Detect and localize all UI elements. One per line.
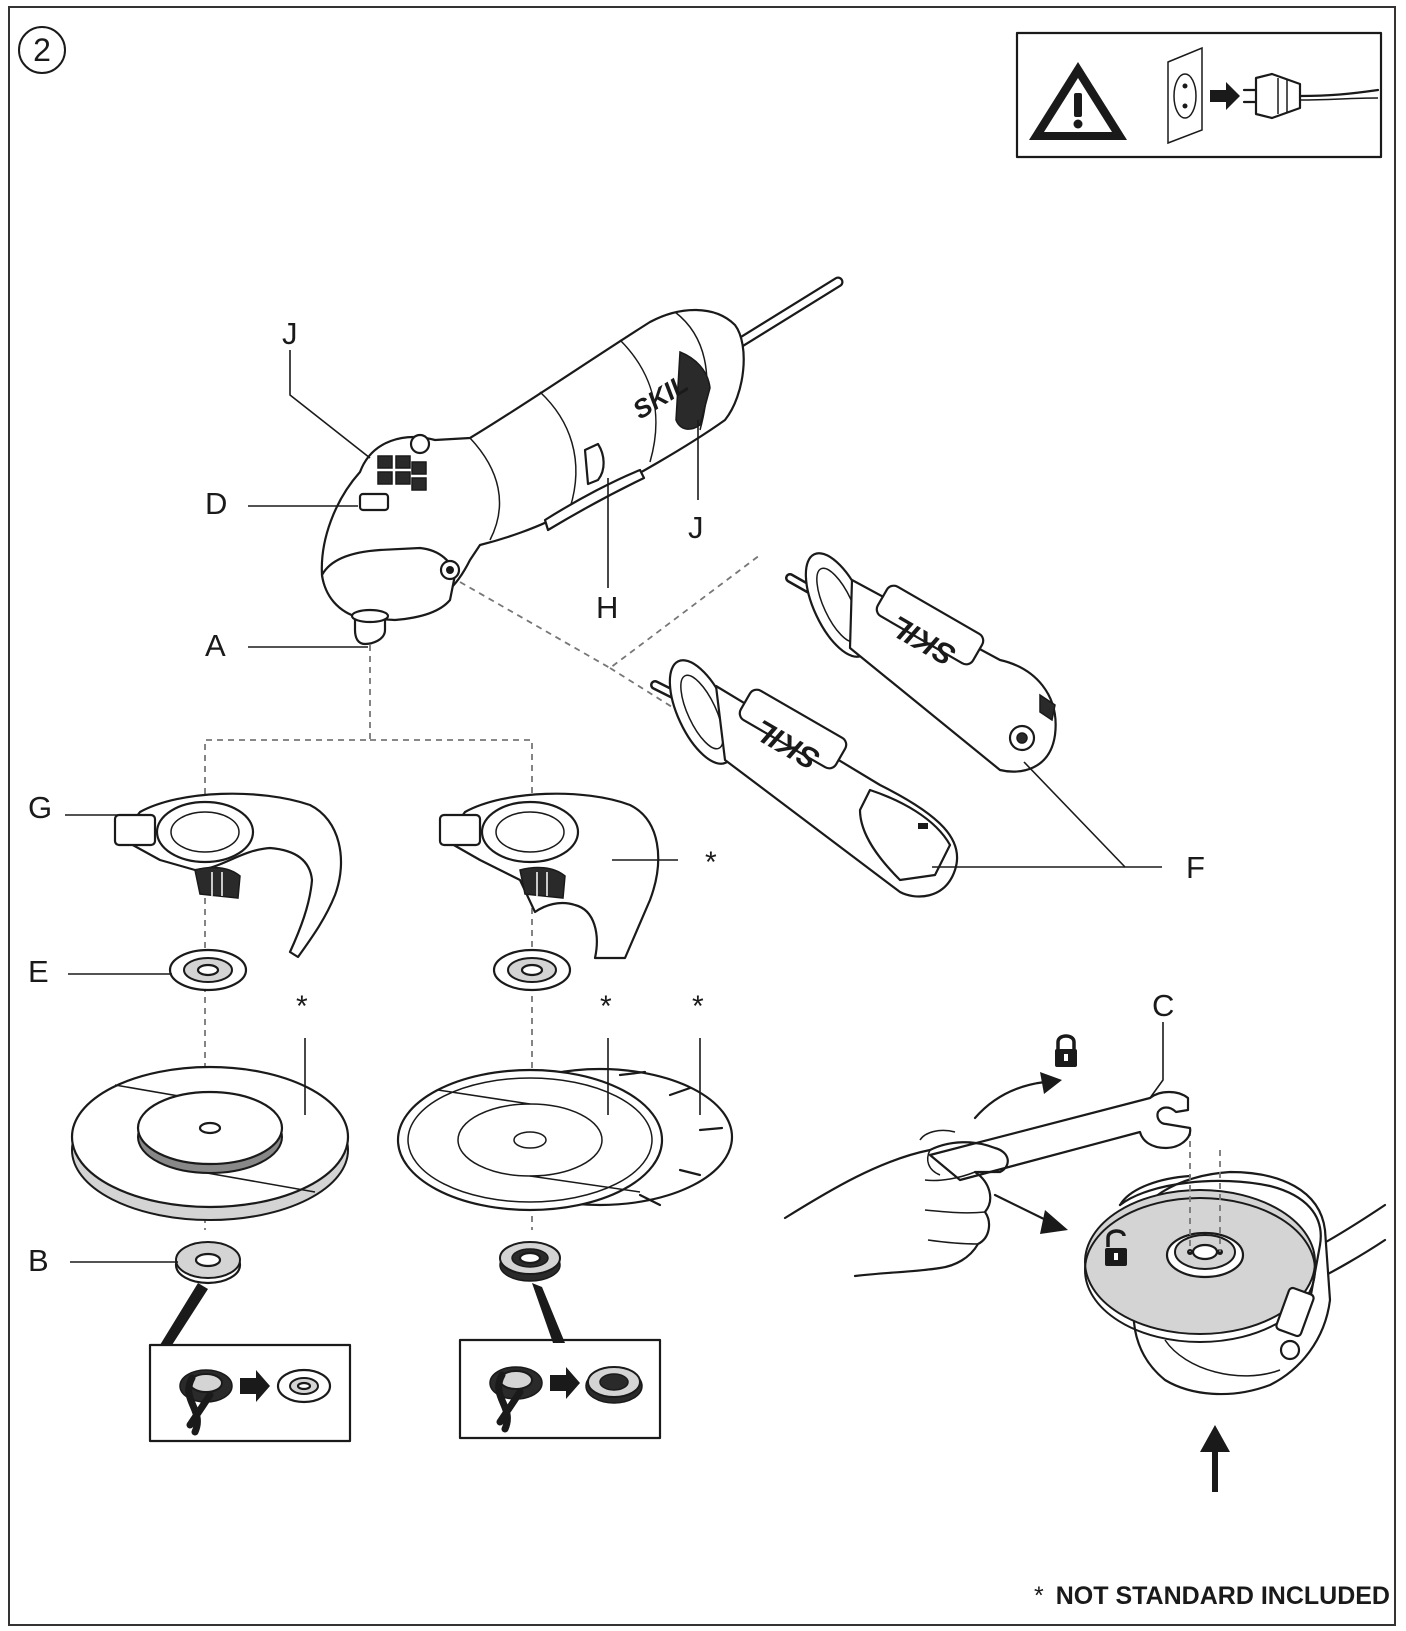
label-g: G (28, 790, 53, 825)
label-c: C (1152, 988, 1175, 1023)
label-h: H (596, 590, 619, 625)
guard-right (438, 792, 660, 960)
side-handle-upper: SKIL (785, 552, 1057, 773)
asterisk-guard-right: * (705, 846, 717, 879)
label-j-top: J (282, 316, 298, 351)
label-a: A (205, 628, 226, 663)
unplug-socket-icon (1167, 46, 1380, 145)
asterisk-cutting-disc: * (600, 990, 612, 1023)
grinding-disc (70, 1065, 350, 1221)
footnote-symbol: * (1034, 1582, 1044, 1610)
label-b: B (28, 1243, 49, 1278)
warning-triangle-icon (1029, 62, 1127, 140)
nut-orientation-callout-left (148, 1283, 352, 1443)
flange-nut-left (174, 1241, 242, 1285)
cutting-disc (396, 1068, 664, 1212)
flange-left (168, 948, 248, 992)
asterisk-diamond-disc: * (692, 990, 704, 1023)
asterisk-grinding-disc: * (296, 990, 308, 1023)
unlock-icon (1105, 1229, 1127, 1266)
flange-nut-right (499, 1241, 561, 1282)
side-handle-lower: SKIL (650, 659, 959, 898)
label-d: D (205, 486, 228, 521)
nut-orientation-callout-right (458, 1283, 662, 1440)
warning-box (1015, 31, 1383, 159)
lock-icon (1055, 1034, 1077, 1067)
angle-grinder: SKIL (320, 276, 844, 646)
guard-left (113, 792, 343, 959)
footnote-text: NOT STANDARD INCLUDED (1055, 1582, 1390, 1610)
wrench-tightening-illustration (783, 1034, 1387, 1492)
figure-number: 2 (18, 26, 66, 74)
flange-right (492, 948, 572, 992)
figure-frame (8, 6, 1396, 1626)
label-e: E (28, 954, 49, 989)
leader-lines (65, 350, 1164, 1263)
label-j-body: J (688, 510, 704, 545)
label-f: F (1186, 850, 1205, 885)
footnote: * NOT STANDARD INCLUDED (1034, 1582, 1390, 1611)
